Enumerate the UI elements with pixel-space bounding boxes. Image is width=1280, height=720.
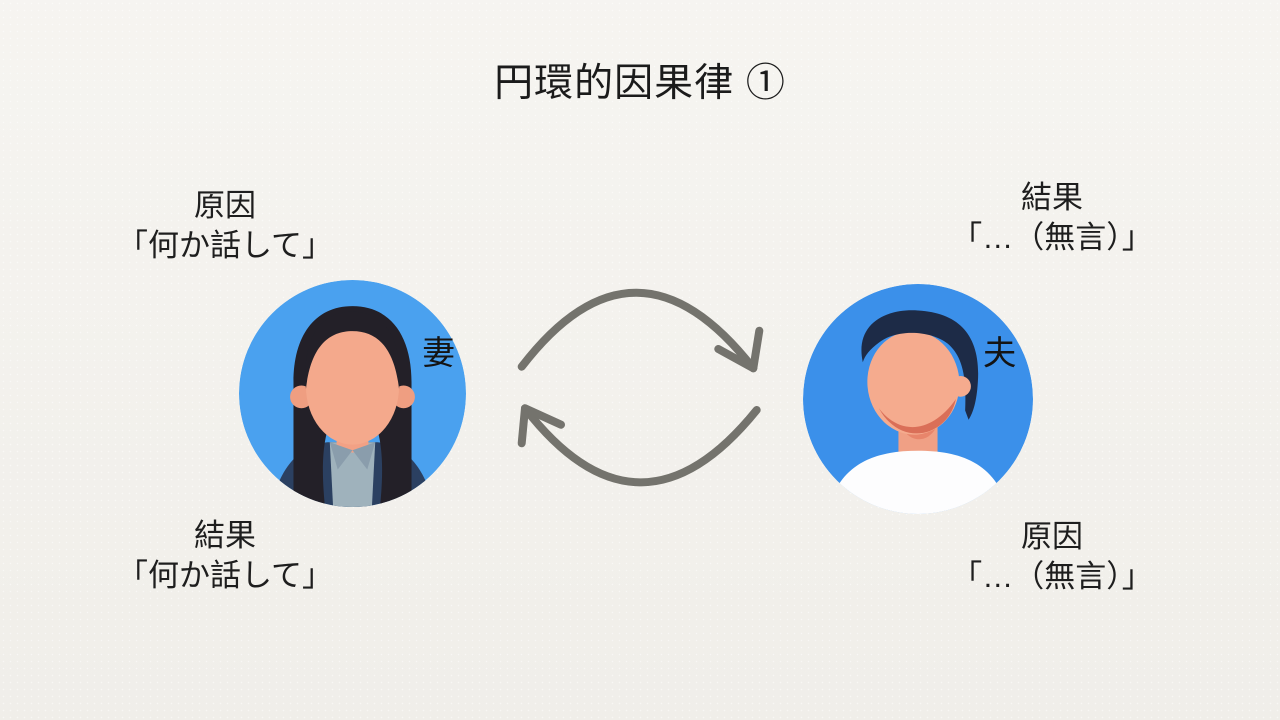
wife-collar-right <box>352 442 376 470</box>
cycle-bottom-arc <box>521 404 761 487</box>
husband-name-label: 夫 <box>983 336 1016 373</box>
wife-avatar: 妻 <box>239 280 466 507</box>
wife-face <box>305 328 400 445</box>
wife-effect-label: 結果 「何か話して」 <box>85 516 365 596</box>
husband-face <box>867 331 960 435</box>
husband-jaw-shadow <box>878 399 956 434</box>
husband-hair <box>861 310 979 420</box>
wife-effect-heading: 結果 <box>194 518 256 553</box>
husband-effect-quote: 「…（無言）」 <box>951 220 1153 255</box>
wife-effect-quote: 「何か話して」 <box>116 558 334 593</box>
husband-ear <box>950 376 971 397</box>
cycle-top-arc <box>517 288 758 373</box>
husband-cause-label: 原因 「…（無言）」 <box>912 517 1192 597</box>
cycle-arrows-icon <box>505 275 775 503</box>
page-title: 円環的因果律 ① <box>494 62 786 105</box>
husband-avatar: 夫 <box>803 284 1033 514</box>
wife-collar-left <box>329 442 353 470</box>
wife-hair-front <box>305 311 400 389</box>
cycle-bottom-arrowhead <box>517 404 565 448</box>
wife-cause-label: 原因 「何か話して」 <box>85 186 365 266</box>
wife-cause-heading: 原因 <box>194 188 256 223</box>
wife-name-label: 妻 <box>422 334 455 371</box>
husband-shirt <box>826 450 1010 514</box>
wife-cause-quote: 「何か話して」 <box>116 228 334 263</box>
husband-cause-heading: 原因 <box>1021 519 1083 554</box>
husband-effect-heading: 結果 <box>1021 180 1083 215</box>
husband-cause-quote: 「…（無言）」 <box>951 559 1153 594</box>
husband-effect-label: 結果 「…（無言）」 <box>912 178 1192 258</box>
cycle-top-arrowhead <box>714 326 764 373</box>
